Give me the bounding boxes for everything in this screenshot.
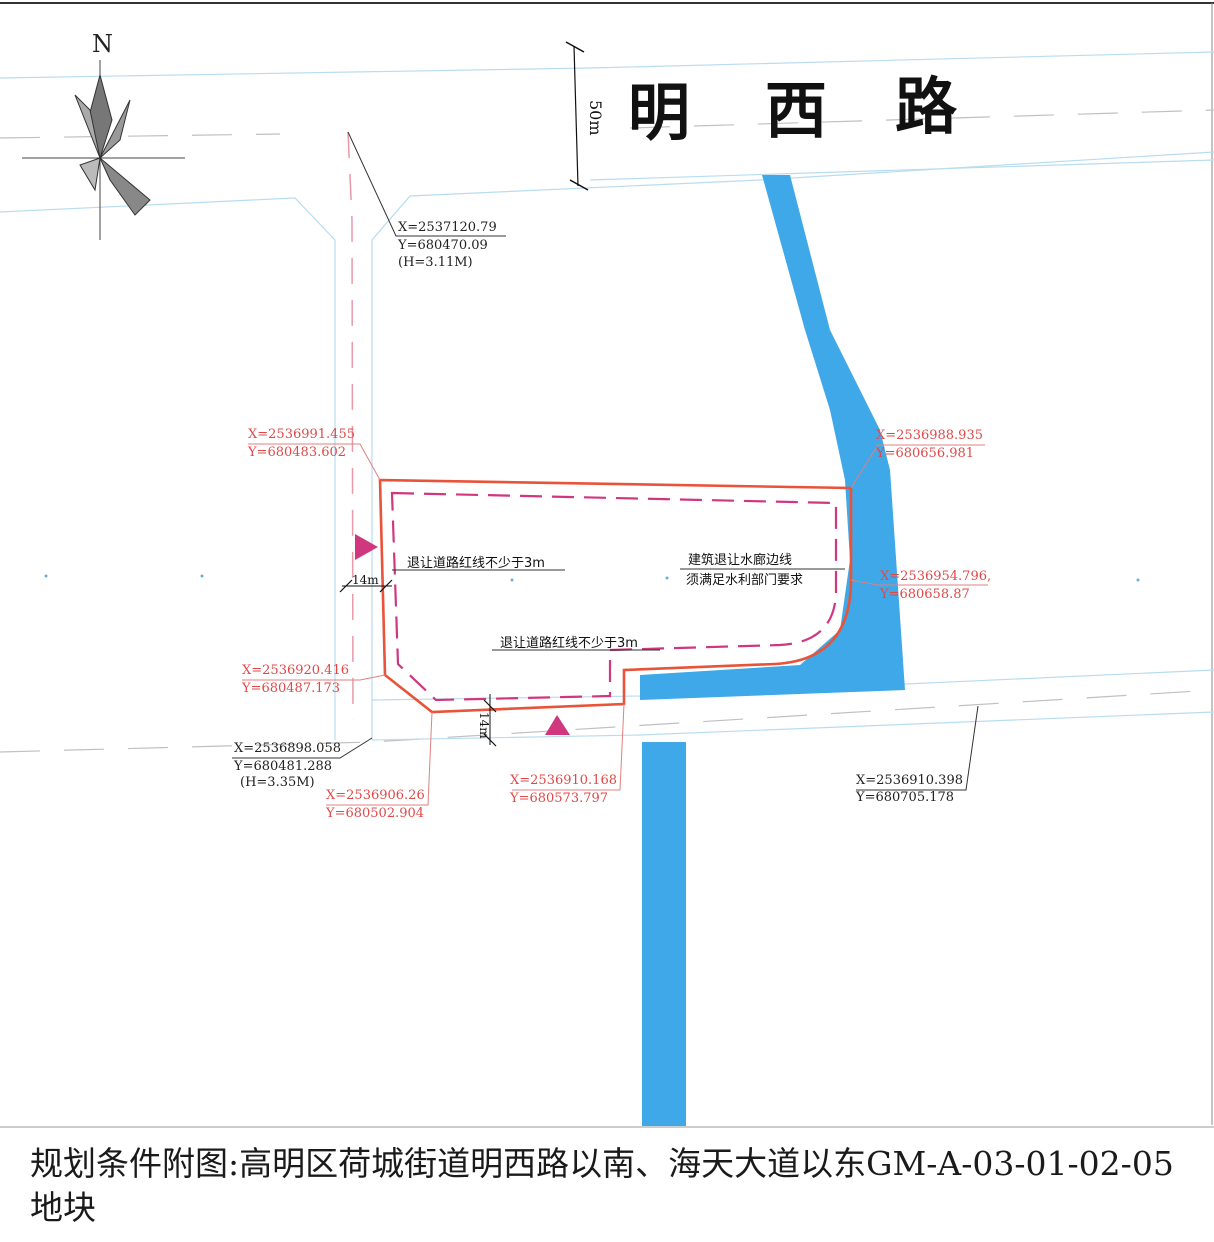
coord-y: Y=680705.178 <box>855 790 954 805</box>
setback-south-note: 退让道路红线不少于3m <box>500 635 638 651</box>
road-name: 明 西 路 <box>628 70 958 149</box>
road-centerlines <box>0 109 1214 753</box>
road-south-edge-west <box>0 197 336 740</box>
parcel-boundary <box>378 478 853 714</box>
coord-y: Y=680483.602 <box>247 445 346 460</box>
road-width-label: 50m <box>586 100 605 136</box>
west-road-width-label: 14m <box>352 573 379 587</box>
survey-dot <box>1136 578 1140 582</box>
mingxi-road <box>0 51 1214 740</box>
coord-y: Y=680658.87 <box>879 587 970 602</box>
coord-x: X=2536906.26 <box>326 788 425 803</box>
access-marker-west <box>355 534 378 560</box>
coord-parcel-e: X=2536954.796, Y=680658.87 <box>879 569 991 602</box>
setback-west-note: 退让道路红线不少于3m <box>407 555 545 571</box>
coord-h: (H=3.35M) <box>240 775 315 790</box>
coord-sw-road: X=2536898.058 Y=680481.288 (H=3.35M) <box>233 741 341 790</box>
coord-nw-road: X=2537120.79 Y=680470.09 (H=3.11M) <box>397 220 497 270</box>
coord-x: X=2536910.398 <box>856 773 963 788</box>
road-width-dimension: 50m <box>565 41 605 191</box>
south-road-south-edge <box>371 711 1214 741</box>
coord-x: X=2536910.168 <box>510 773 617 788</box>
coord-y: Y=680470.09 <box>397 238 488 253</box>
coord-x: X=2536920.416 <box>242 663 349 678</box>
survey-dot <box>665 576 669 580</box>
coord-y: Y=680481.288 <box>233 759 332 774</box>
leader-lines-black <box>232 131 979 791</box>
south-road-centerline <box>0 689 1214 753</box>
coord-parcel-sw: X=2536906.26 Y=680502.904 <box>325 788 425 821</box>
water-setback-note-2: 须满足水利部门要求 <box>686 573 803 588</box>
mingxi-centerline-west <box>0 133 281 139</box>
water-corridor-east <box>640 175 905 700</box>
water-setback-note-1: 建筑退让水廊边线 <box>688 552 792 568</box>
coord-x: X=2536991.455 <box>248 427 355 442</box>
coord-x: X=2536954.796, <box>880 569 991 584</box>
south-road-dimension: 14m <box>477 694 497 747</box>
coord-h: (H=3.11M) <box>398 255 473 270</box>
mingxi-centerline-east <box>629 109 1214 129</box>
coord-y: Y=680502.904 <box>325 806 424 821</box>
leader-lines-red <box>242 443 988 806</box>
coord-y: Y=680487.173 <box>241 681 340 696</box>
map-caption: 规划条件附图:高明区荷城街道明西路以南、海天大道以东GM-A-03-01-02-… <box>30 1144 1174 1227</box>
road-south-edge-east <box>371 151 1214 740</box>
coord-parcel-ne: X=2536988.935 Y=680656.981 <box>875 428 983 461</box>
coord-parcel-nw: X=2536991.455 Y=680483.602 <box>247 427 355 460</box>
west-road-dimension: 14m <box>339 573 393 593</box>
road-name-char-1: 明 <box>628 76 690 149</box>
coord-parcel-s: X=2536910.168 Y=680573.797 <box>509 773 617 806</box>
north-label: N <box>92 30 113 58</box>
survey-dot <box>510 578 514 582</box>
road-name-char-3: 路 <box>895 70 958 143</box>
survey-dot <box>44 574 48 578</box>
coord-y: Y=680573.797 <box>509 791 608 806</box>
coord-x: X=2537120.79 <box>398 220 497 235</box>
coord-x: X=2536988.935 <box>876 428 983 443</box>
road-lane-line <box>589 159 1214 181</box>
coord-x: X=2536898.058 <box>234 741 341 756</box>
access-marker-south <box>545 715 570 735</box>
coord-y: Y=680656.981 <box>875 446 974 461</box>
west-road-centerline <box>347 131 354 721</box>
survey-dot <box>200 574 204 578</box>
coord-parcel-w: X=2536920.416 Y=680487.173 <box>241 663 349 696</box>
north-arrow: N <box>22 30 185 240</box>
coord-se-road: X=2536910.398 Y=680705.178 <box>855 773 963 805</box>
setback-line <box>390 491 838 702</box>
south-road-width-label: 14m <box>477 712 491 739</box>
road-name-char-2: 西 <box>765 74 827 147</box>
road-north-edge <box>0 51 1214 79</box>
water-corridor-south <box>642 742 686 1126</box>
